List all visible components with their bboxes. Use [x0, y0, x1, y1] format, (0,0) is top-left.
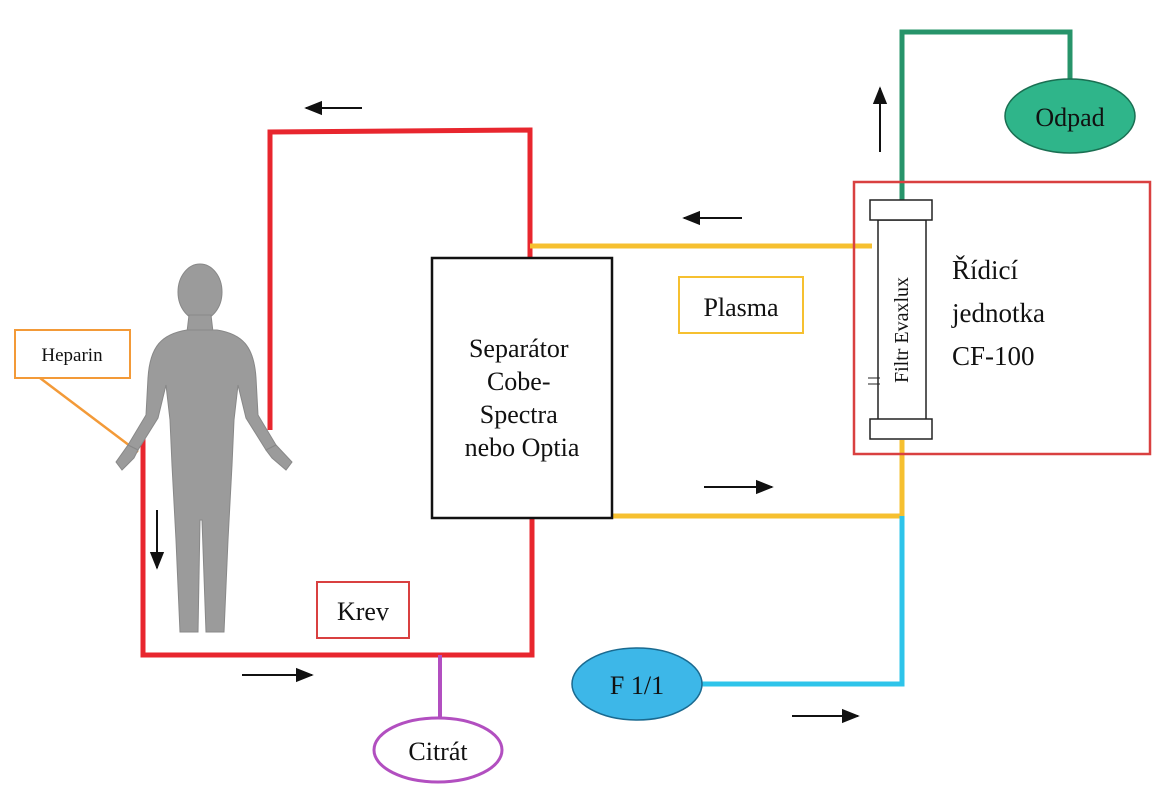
krev-label-box: [316, 581, 410, 639]
separator-label: Separátor Cobe- Spectra nebo Optia: [465, 334, 580, 462]
citrat-label: Citrát: [408, 737, 468, 766]
krev-label: Krev: [337, 597, 389, 626]
odpad-label: Odpad: [1035, 103, 1104, 132]
citrat-node: [372, 716, 504, 784]
human-figure-icon: [115, 263, 293, 633]
odpad-node: [1004, 78, 1136, 154]
heparin-pointer: [39, 377, 139, 453]
f11-label: F 1/1: [610, 671, 664, 700]
heparin-label-box: [14, 329, 131, 379]
plasma-label: Plasma: [703, 293, 779, 322]
plasma-label-box: [678, 276, 804, 334]
control-unit-box: [852, 180, 1152, 456]
control-unit-label: Řídicí jednotka CF-100: [951, 255, 1052, 371]
filter-label: Filtr Evaxlux: [891, 277, 913, 383]
separator-box: [430, 256, 614, 520]
f11-node: [571, 647, 703, 721]
substitution-line: [702, 516, 905, 687]
filter-cartridge: Filtr Evaxlux: [868, 199, 933, 440]
waste-line: [899, 29, 1073, 200]
blood-line: [140, 127, 535, 658]
flow-arrow-icon: [149, 86, 888, 724]
heparin-label: Heparin: [41, 345, 103, 366]
